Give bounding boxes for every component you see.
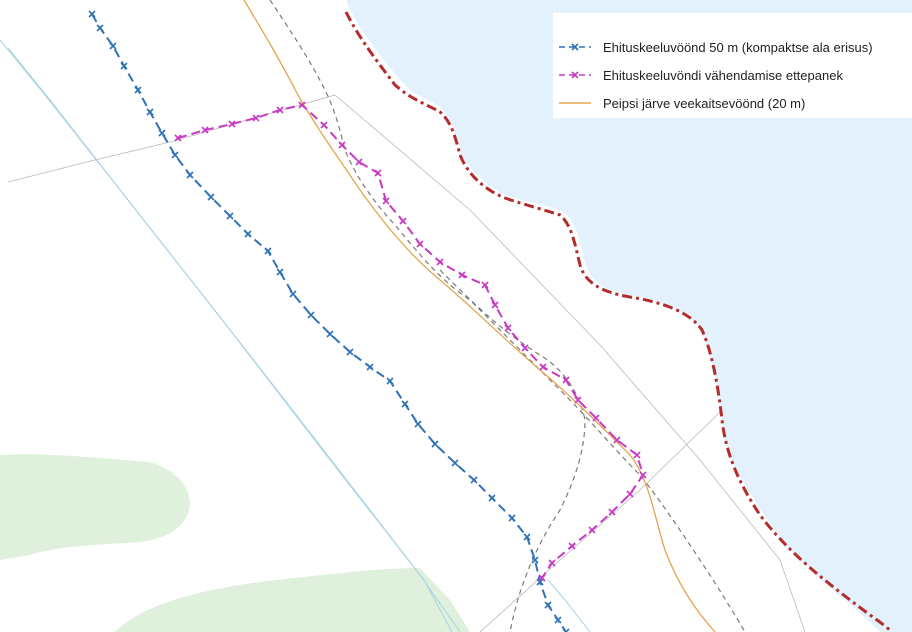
legend-item: Ehituskeeluvöönd 50 m (kompaktse ala eri… xyxy=(553,33,912,61)
cross-marker xyxy=(276,268,284,276)
legend-item: Peipsi järve veekaitsevöönd (20 m) xyxy=(553,89,912,117)
cross-marker xyxy=(504,324,512,332)
cross-marker xyxy=(639,471,647,479)
cross-marker xyxy=(633,451,641,459)
cross-marker xyxy=(562,376,570,384)
cross-marker xyxy=(366,363,374,371)
cross-marker xyxy=(536,578,544,586)
cross-marker xyxy=(431,440,439,448)
building-exclusion-zone-50m xyxy=(88,10,570,632)
cross-marker xyxy=(382,197,390,205)
cross-marker xyxy=(613,436,621,444)
cross-marker xyxy=(276,106,284,114)
road-dashed-lines xyxy=(269,0,746,632)
cross-marker xyxy=(326,330,334,338)
cross-marker xyxy=(451,459,459,467)
cross-marker xyxy=(608,508,616,516)
cross-marker xyxy=(592,414,600,422)
cross-marker xyxy=(386,377,394,385)
legend-label: Peipsi järve veekaitsevöönd (20 m) xyxy=(603,95,806,111)
cross-marker xyxy=(436,258,444,266)
cross-marker xyxy=(320,121,328,129)
exclusion-zone-reduction-proposal xyxy=(174,101,647,582)
lake-water-area xyxy=(346,0,912,632)
cross-marker xyxy=(626,490,634,498)
cross-marker xyxy=(554,616,562,624)
cross-marker xyxy=(481,281,489,289)
shoreline-boundary xyxy=(344,11,894,632)
cross-marker xyxy=(201,126,209,134)
parcel-boundaries xyxy=(0,39,806,632)
map-legend: Ehituskeeluvöönd 50 m (kompaktse ala eri… xyxy=(553,13,912,118)
cross-marker xyxy=(120,62,128,70)
cross-marker xyxy=(171,151,179,159)
cross-marker xyxy=(355,158,363,166)
cross-marker xyxy=(174,134,182,142)
cross-marker xyxy=(508,514,516,522)
cross-marker xyxy=(574,396,582,404)
cross-marker xyxy=(289,290,297,298)
cross-marker xyxy=(109,42,117,50)
cross-marker xyxy=(399,217,407,225)
cross-marker xyxy=(562,628,570,632)
cross-marker xyxy=(146,108,154,116)
cross-marker xyxy=(523,533,531,541)
cross-marker xyxy=(414,420,422,428)
cross-marker xyxy=(252,114,260,122)
cross-marker xyxy=(470,476,478,484)
cross-marker xyxy=(134,86,142,94)
cross-marker xyxy=(298,101,306,109)
cross-marker xyxy=(458,271,466,279)
legend-label: Ehituskeeluvöönd 50 m (kompaktse ala eri… xyxy=(603,39,873,55)
cross-marker xyxy=(539,363,547,371)
zone-line xyxy=(91,13,567,632)
cross-marker xyxy=(88,10,96,18)
forest-area xyxy=(0,454,190,560)
cross-marker xyxy=(96,24,104,32)
legend-item: Ehituskeeluvöndi vähendamise ettepanek xyxy=(553,61,912,89)
magenta-dashed-cross-line-icon xyxy=(559,71,591,79)
cross-marker xyxy=(226,212,234,220)
orange-solid-line-icon xyxy=(559,102,591,104)
cross-marker xyxy=(491,301,499,309)
cross-marker xyxy=(374,169,382,177)
cross-marker xyxy=(346,348,354,356)
cross-marker xyxy=(228,120,236,128)
cross-marker xyxy=(186,171,194,179)
cross-marker xyxy=(538,574,546,582)
legend-label: Ehituskeeluvöndi vähendamise ettepanek xyxy=(603,67,843,83)
cross-marker xyxy=(588,526,596,534)
cross-marker xyxy=(307,311,315,319)
cross-marker xyxy=(531,556,539,564)
cross-marker xyxy=(548,559,556,567)
cross-marker xyxy=(401,400,409,408)
cross-marker xyxy=(416,240,424,248)
cross-marker xyxy=(521,344,529,352)
blue-dashed-cross-line-icon xyxy=(559,43,591,51)
cross-marker xyxy=(264,247,272,255)
cross-marker xyxy=(207,193,215,201)
cross-marker xyxy=(488,494,496,502)
cross-marker xyxy=(568,542,576,550)
cross-marker xyxy=(244,230,252,238)
cross-marker xyxy=(158,129,166,137)
cross-marker xyxy=(544,601,552,609)
cross-marker xyxy=(338,141,346,149)
forest-area xyxy=(115,568,470,632)
